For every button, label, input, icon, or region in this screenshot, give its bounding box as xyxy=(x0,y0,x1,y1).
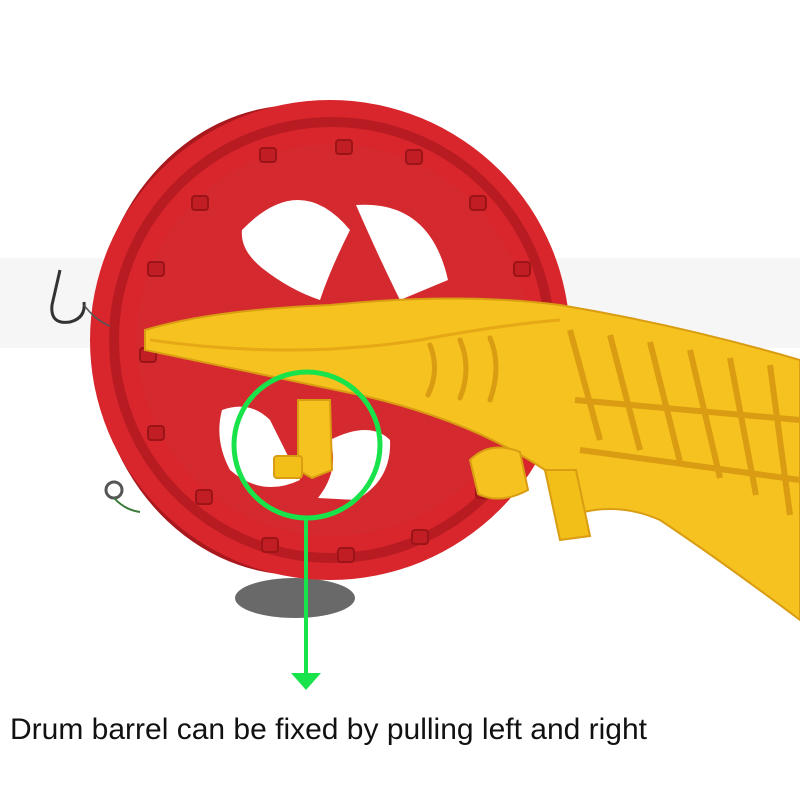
lever-latch xyxy=(468,446,530,500)
lever-truss xyxy=(567,329,800,516)
reel-rim-teeth xyxy=(139,139,531,563)
spoke-opening-right xyxy=(356,204,448,300)
lever-ridge xyxy=(149,318,561,352)
spoke-opening-top xyxy=(241,200,350,300)
fishing-line xyxy=(83,304,111,327)
swivel-icon xyxy=(104,480,124,500)
caption-text: Drum barrel can be fixed by pulling left… xyxy=(10,713,648,746)
reel-base-shadow xyxy=(235,578,355,618)
locking-peg xyxy=(297,399,334,480)
leader-line xyxy=(113,497,141,513)
locking-peg-tab xyxy=(273,455,303,479)
lever-handle xyxy=(144,297,800,622)
lever-stand xyxy=(543,469,592,542)
fishing-hook-icon xyxy=(50,269,86,324)
arrow-down-icon xyxy=(291,673,321,690)
lever-grip-slots xyxy=(425,335,499,403)
